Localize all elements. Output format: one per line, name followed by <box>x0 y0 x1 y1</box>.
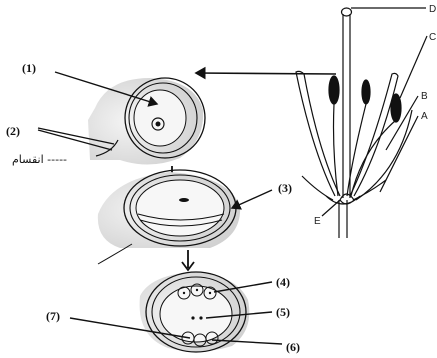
sepal-left <box>302 176 333 200</box>
petal-right <box>350 73 398 196</box>
anther-center <box>362 80 370 104</box>
division-label: انقسام ----- <box>12 153 67 166</box>
stage-label-4: (4) <box>276 275 290 289</box>
stage-label-5: (5) <box>276 305 290 319</box>
flower-stem <box>339 200 347 238</box>
stage-label-3: (3) <box>278 181 292 195</box>
flower-drawing <box>296 8 427 238</box>
flower-label-a: A <box>421 111 428 122</box>
flower-label-b: B <box>421 91 428 102</box>
arrow-flower-to-ovule <box>196 73 336 74</box>
anther-left <box>329 76 339 104</box>
pistil-style <box>343 14 350 198</box>
stamen-filament-right <box>351 120 396 196</box>
flower-label-c: C <box>429 32 436 43</box>
anther-right <box>391 94 401 122</box>
stage-label-6: (6) <box>286 340 300 354</box>
flower-label-d: D <box>429 4 436 15</box>
stigma <box>342 8 352 16</box>
ovule-stage-1 <box>88 78 205 165</box>
stage-label-7: (7) <box>46 309 60 323</box>
ovule-stage-3 <box>98 170 240 264</box>
petal-far-right <box>356 110 412 200</box>
arrow-down-2 <box>182 250 194 270</box>
stage-label-2: (2) <box>6 124 20 138</box>
ovule-stage-4 <box>140 272 250 352</box>
flower-label-e: E <box>314 216 321 227</box>
stage-label-1: (1) <box>22 61 36 75</box>
